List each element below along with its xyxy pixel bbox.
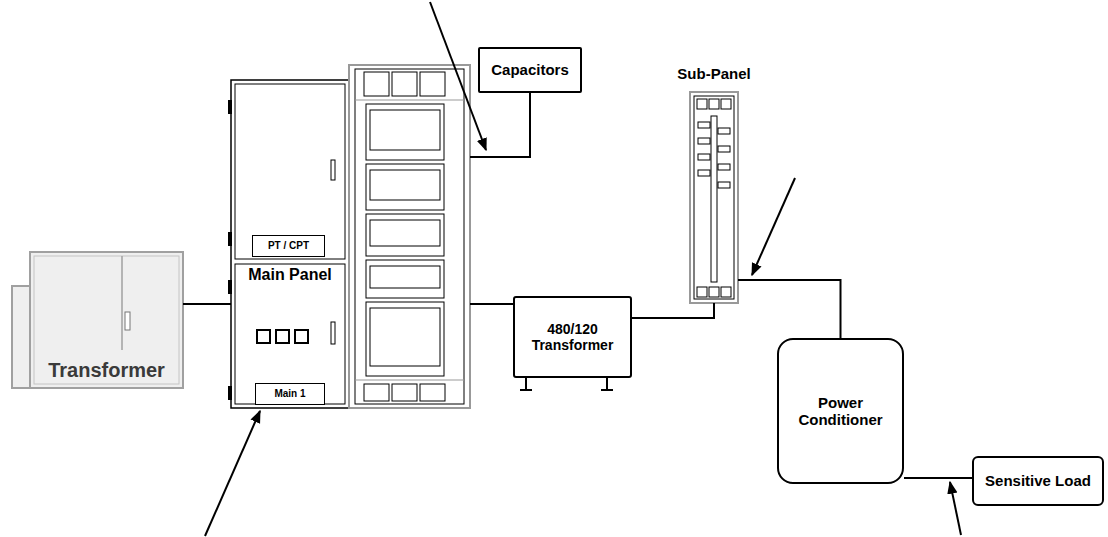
equipment-label: Power Conditioner — [779, 394, 902, 429]
main-panel-lineup: Main Panel PT / CPT Main 1 — [231, 65, 470, 408]
switchgear-column — [355, 69, 464, 404]
main-cabinet — [235, 84, 345, 259]
feeder-wire — [183, 303, 231, 305]
equipment-box: Sensitive Load — [972, 456, 1104, 506]
switchgear-column — [370, 308, 440, 366]
pointer-arrow — [950, 482, 961, 535]
transformer-legs — [520, 389, 532, 391]
sub-panel-drawing — [697, 287, 707, 297]
transformer-legs — [606, 378, 608, 390]
sub-panel-drawing — [694, 96, 734, 299]
switchgear-column — [355, 100, 464, 101]
main-cabinet — [331, 322, 335, 344]
transformer-legs — [601, 389, 613, 391]
transformer-drawing — [30, 252, 183, 388]
main-cabinet — [257, 330, 270, 343]
main-cabinet — [228, 386, 232, 400]
transformer-drawing — [12, 252, 183, 388]
switchgear-column — [355, 380, 464, 381]
sub-panel-drawing — [718, 164, 730, 170]
feeder-wire — [632, 303, 714, 318]
section-tag: Main 1 — [255, 383, 325, 405]
sub-panel-drawing — [698, 154, 710, 160]
switchgear-column — [366, 164, 444, 210]
switchgear-column — [370, 110, 440, 150]
sub-panel-drawing — [698, 170, 710, 176]
sub-panel-drawing — [709, 99, 719, 109]
switchgear-column — [364, 72, 389, 96]
sub-panel: Sub-Panel — [690, 92, 738, 303]
transformer-unit: Transformer — [12, 252, 183, 388]
main-cabinet — [276, 330, 289, 343]
switchgear-column — [349, 65, 470, 408]
sub-panel-drawing — [690, 92, 738, 303]
transformer-legs — [525, 378, 527, 390]
switchgear-column — [420, 72, 445, 96]
equipment-label: Transformer — [30, 359, 183, 382]
transformer-drawing — [125, 312, 130, 330]
switchgear-column — [366, 214, 444, 256]
main-cabinet — [295, 330, 308, 343]
switchgear-column — [364, 384, 389, 401]
tag-text: PT / CPT — [268, 240, 309, 252]
sub-panel-drawing — [721, 99, 731, 109]
equipment-label: Capacitors — [491, 61, 569, 78]
panel-heading: Main Panel — [235, 266, 345, 284]
switchgear-column — [366, 260, 444, 298]
sub-panel-drawing — [690, 92, 738, 303]
pointer-arrow — [205, 2, 961, 536]
panel-heading: Sub-Panel — [677, 65, 750, 82]
switchgear-column — [420, 384, 445, 401]
switchgear-column — [392, 384, 417, 401]
equipment-box: Power Conditioner — [777, 338, 904, 484]
sub-panel-drawing — [718, 182, 730, 188]
feeder-wire — [470, 303, 513, 305]
sub-panel-drawing — [697, 99, 707, 109]
section-tag: PT / CPT — [252, 235, 325, 257]
main-cabinet — [331, 160, 335, 180]
equipment-box: 480/120 Transformer — [513, 296, 632, 378]
switchgear-column — [366, 302, 444, 376]
sub-panel-drawing — [709, 287, 719, 297]
main-cabinet — [228, 232, 232, 246]
switchgear-column — [370, 170, 440, 200]
sub-panel-drawing — [711, 116, 717, 282]
main-cabinet — [228, 100, 232, 114]
feeder-wire — [904, 477, 972, 479]
tag-text: Main 1 — [274, 388, 305, 400]
pointer-arrow — [205, 411, 260, 536]
equipment-label: 480/120 Transformer — [515, 321, 630, 353]
main-cabinet — [235, 264, 345, 404]
feeder-wire — [738, 280, 841, 338]
main-cabinet — [231, 80, 349, 408]
feeder-wire — [470, 93, 530, 157]
sub-panel-drawing — [721, 287, 731, 297]
sub-panel-drawing — [718, 128, 730, 134]
switchgear-column — [370, 220, 440, 246]
switchgear-column — [392, 72, 417, 96]
sub-panel-drawing — [718, 146, 730, 152]
main-cabinet — [228, 280, 232, 294]
transformer-drawing — [121, 256, 123, 350]
equipment-label: Sensitive Load — [985, 472, 1091, 489]
switchgear-column — [366, 104, 444, 160]
transformer-legs — [520, 378, 613, 390]
pointer-arrow — [752, 178, 795, 275]
switchgear-column — [349, 65, 470, 408]
sub-panel-drawing — [698, 138, 710, 144]
main-cabinet — [228, 80, 349, 408]
equipment-box: Capacitors — [478, 47, 582, 93]
sub-panel-drawing — [698, 122, 710, 128]
switchgear-column — [370, 266, 440, 288]
